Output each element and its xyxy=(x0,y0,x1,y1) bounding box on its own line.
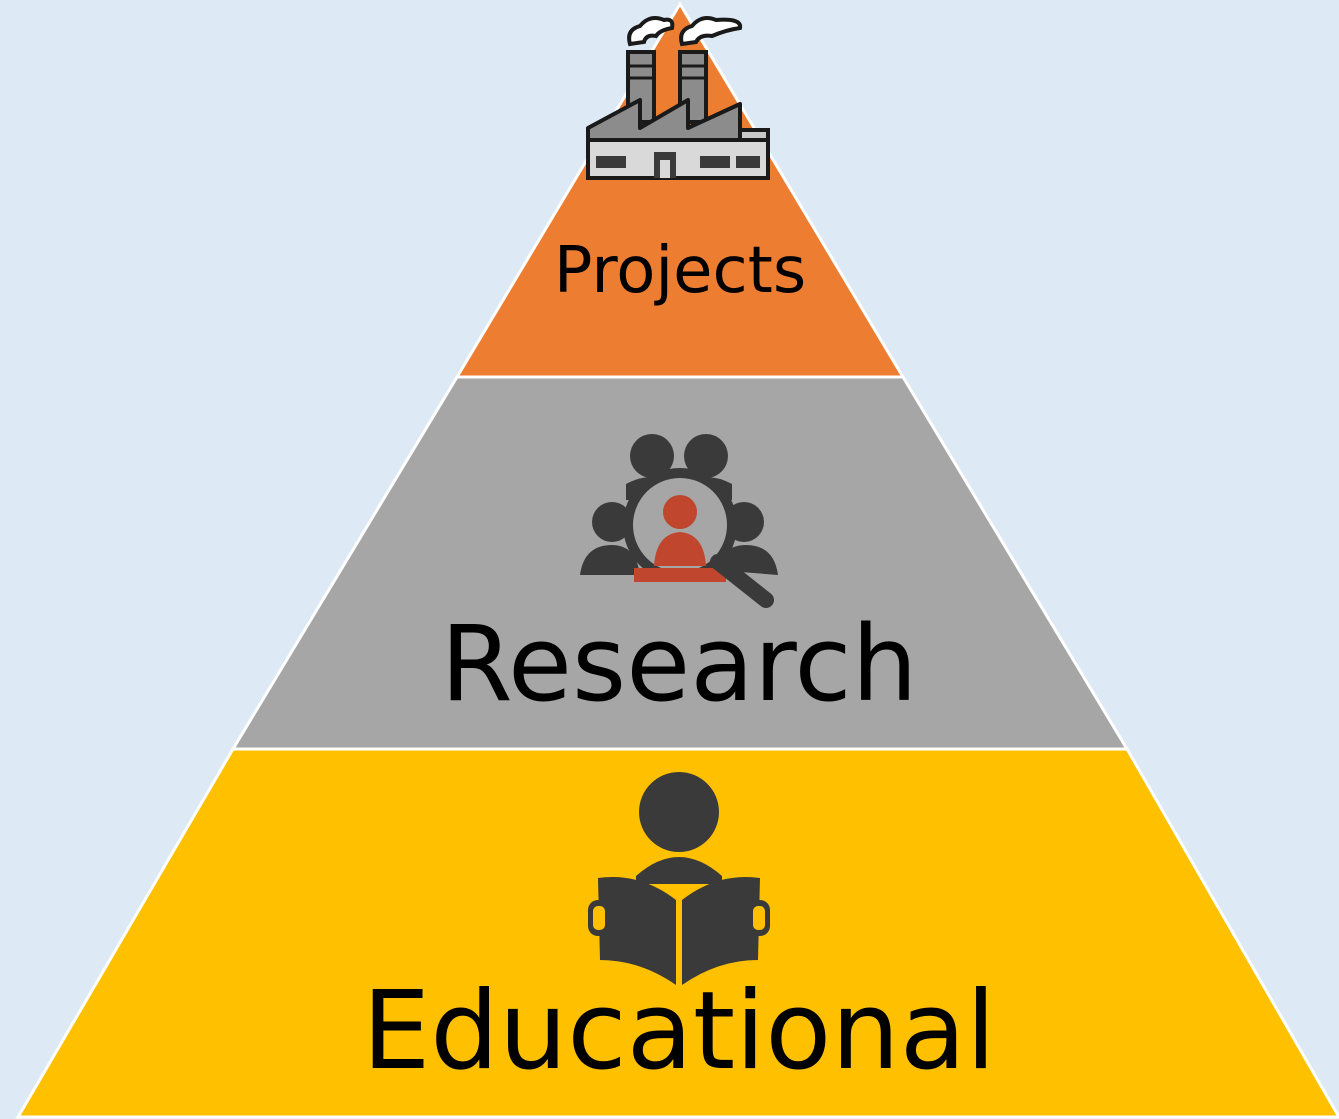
person-reading-icon xyxy=(588,772,770,985)
tier-educational: Educational xyxy=(15,747,1339,1119)
people-search-icon xyxy=(580,434,778,608)
tier-projects-label: Projects xyxy=(554,234,806,308)
factory-icon xyxy=(586,16,770,180)
tier-projects-band xyxy=(454,1,906,379)
tier-projects: Projects xyxy=(454,1,906,379)
tier-educational-label: Educational xyxy=(362,969,996,1094)
tier-research: Research xyxy=(230,375,1130,751)
tier-research-label: Research xyxy=(440,603,917,725)
